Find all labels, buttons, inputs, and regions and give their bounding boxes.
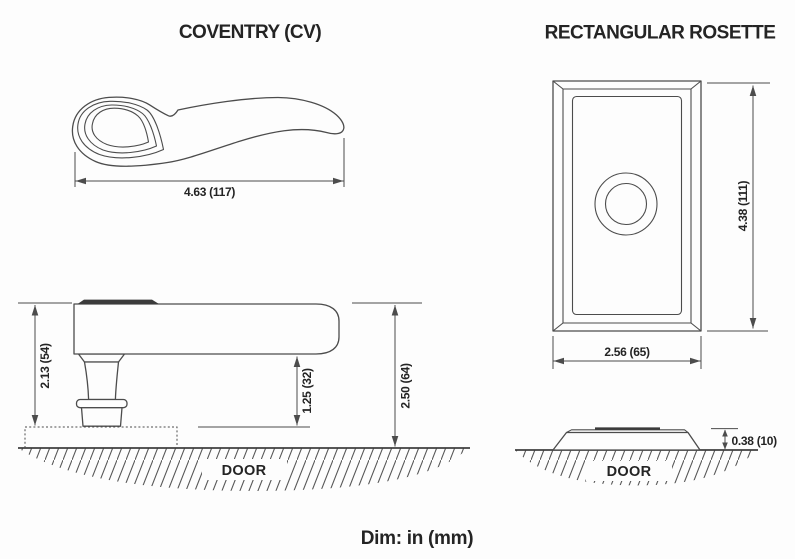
units-note: Dim: in (mm) [361, 528, 474, 549]
rosette-title: RECTANGULAR ROSETTE [545, 23, 776, 44]
lever-silhouette [71, 96, 345, 167]
stem-collar [75, 398, 128, 409]
door-label-right: DOOR [607, 464, 652, 480]
coventry-clearance-dim-label: 1.25 (32) [300, 368, 314, 414]
rosette-height-dim-label: 4.38 (111) [736, 181, 750, 232]
bevel-corner [690, 322, 702, 332]
stem-neck [83, 361, 120, 401]
scroll-rim-outer [77, 100, 165, 159]
coventry-side-view-drawing: DOOR 2.13 (54) 1.25 (32) 2.50 (64) [18, 299, 470, 491]
door-label-backing [586, 461, 672, 481]
coventry-top-view-drawing: 4.63 (117) [71, 96, 345, 199]
door-label-left: DOOR [222, 463, 267, 479]
rosette-bevel-edge [562, 88, 692, 324]
scroll-rim-inner [84, 104, 158, 154]
rosette-side-profile [552, 431, 701, 451]
bevel-corner [690, 80, 702, 90]
door-label-backing [202, 459, 287, 480]
coventry-projection-dim-label: 2.50 (64) [399, 363, 413, 409]
spindle-boss-outer [594, 172, 658, 236]
rosette-face-inset [571, 95, 683, 316]
lever-body-profile [73, 303, 340, 355]
bevel-corner [552, 80, 564, 90]
scroll-hole [91, 107, 150, 148]
coventry-height-dim-label: 2.13 (54) [38, 343, 52, 389]
bevel-corner [552, 322, 564, 332]
rosette-outer-edge [552, 80, 702, 332]
rosette-thickness-dim-label: 0.38 (10) [732, 434, 778, 448]
rosette-width-dim-label: 2.56 (65) [604, 345, 650, 359]
rose-footprint-dotted [24, 426, 178, 448]
stem-base [80, 407, 123, 427]
rosette-front-view-drawing: 4.38 (111) 2.56 (65) [552, 80, 770, 369]
arrowhead-down [722, 442, 728, 450]
arrowhead-up [722, 429, 728, 437]
coventry-length-dim-label: 4.63 (117) [184, 185, 235, 199]
rosette-side-view-drawing: DOOR 0.38 (10) [515, 427, 778, 486]
coventry-title: COVENTRY (CV) [179, 22, 322, 43]
spindle-boss-inner [604, 182, 648, 226]
stem-flare [77, 353, 126, 363]
lever-grip-insert [77, 299, 159, 304]
